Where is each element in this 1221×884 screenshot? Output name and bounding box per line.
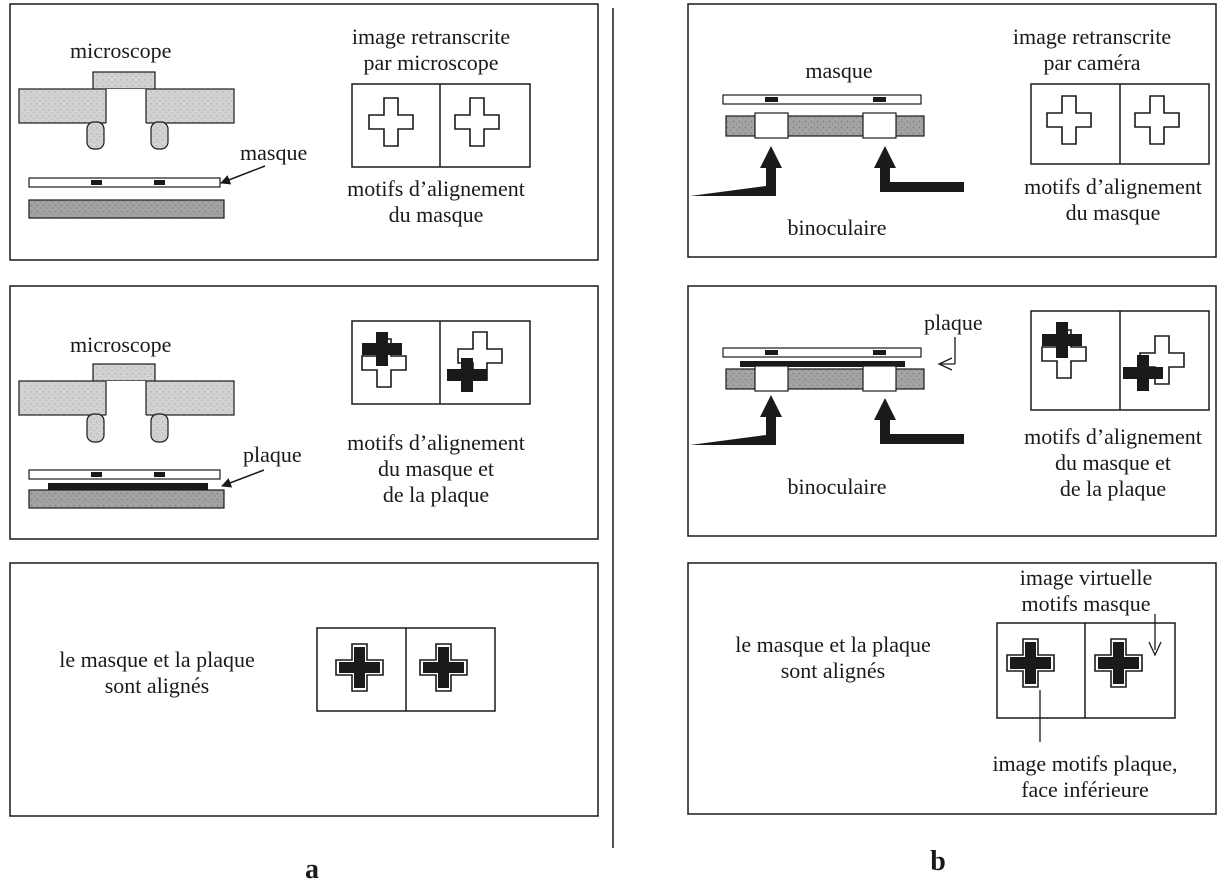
aligned-cross-right: [1094, 638, 1143, 688]
panel-b-step-2: plaque binoculaire: [687, 285, 1217, 537]
misaligned-crosses-right: [1123, 335, 1185, 391]
motifs-label-2: du masque et: [1055, 450, 1171, 475]
image-label-2: par microscope: [364, 50, 499, 75]
misaligned-crosses-left: [361, 332, 407, 388]
panel-b: masque binoculaire image retranscrite pa…: [687, 3, 1217, 877]
image-frame: [351, 320, 531, 405]
stage: [28, 199, 225, 219]
stage: [725, 365, 925, 392]
panel-a-step-2: microscope plaque: [9, 285, 599, 540]
aligned-label-2: sont alignés: [781, 658, 886, 683]
plate: [740, 361, 905, 367]
microscope: [18, 363, 235, 443]
motifs-label-2: du masque: [1066, 200, 1161, 225]
aligned-label-1: le masque et la plaque: [735, 632, 930, 657]
virtual-image-label-2: motifs masque: [1022, 591, 1151, 616]
panel-label-b: b: [930, 846, 946, 877]
plaque-label: plaque: [243, 442, 302, 467]
motifs-label-1: motifs d’alignement: [1024, 174, 1202, 199]
motifs-label-1: motifs d’alignement: [1024, 424, 1202, 449]
image-frame: [1030, 310, 1210, 411]
step-frame: [9, 562, 599, 817]
step-frame: [687, 562, 1217, 815]
panel-b-step-1: masque binoculaire image retranscrite pa…: [687, 3, 1217, 258]
plate: [48, 483, 208, 490]
motifs-label-1: motifs d’alignement: [347, 176, 525, 201]
microscope-label: microscope: [70, 38, 171, 63]
virtual-image-label-1: image virtuelle: [1020, 565, 1153, 590]
mask-cross-outline: [368, 97, 414, 147]
panel-a-step-3: le masque et la plaque sont alignés: [9, 562, 599, 817]
step-frame: [687, 285, 1217, 537]
image-frame: [1030, 83, 1210, 165]
image-label-1: image retranscrite: [1013, 24, 1171, 49]
motifs-label-1: motifs d’alignement: [347, 430, 525, 455]
plaque-label: plaque: [924, 310, 983, 335]
mask-cross-outline: [454, 97, 500, 147]
binocular-optics: [690, 395, 964, 445]
aligned-cross-left: [1006, 638, 1055, 688]
image-label-1: image retranscrite: [352, 24, 510, 49]
masque-label: masque: [240, 140, 307, 165]
mask: [28, 469, 221, 480]
mask: [722, 347, 922, 358]
panel-label-a: a: [305, 854, 319, 884]
mask: [28, 177, 221, 188]
aligned-label-2: sont alignés: [105, 673, 210, 698]
plate-image-label-2: face inférieure: [1021, 777, 1149, 802]
step-frame: [9, 285, 599, 540]
motifs-label-2: du masque: [389, 202, 484, 227]
image-frame: [316, 627, 496, 712]
plate-image-label-1: image motifs plaque,: [992, 751, 1177, 776]
aligned-cross-right: [419, 643, 468, 692]
stage: [28, 489, 225, 509]
masque-label: masque: [805, 58, 872, 83]
image-frame: [351, 83, 531, 168]
mask-cross-outline: [1046, 95, 1092, 145]
motifs-label-3: de la plaque: [1060, 476, 1166, 501]
misaligned-crosses-left: [1041, 322, 1087, 379]
plaque-arrowhead: [937, 357, 953, 371]
motifs-label-3: de la plaque: [383, 482, 489, 507]
misaligned-crosses-right: [447, 331, 503, 392]
step-frame: [687, 3, 1217, 258]
virtual-image-pointer: [1148, 614, 1162, 657]
stage: [725, 112, 925, 139]
plaque-bracket: [941, 337, 956, 365]
panel-b-step-3: le masque et la plaque sont alignés imag…: [687, 562, 1217, 815]
binoculaire-label: binoculaire: [788, 215, 887, 240]
step-frame: [9, 3, 599, 261]
panel-a-step-1: microscope masque image retranscrite par…: [9, 3, 599, 261]
microscope-label: microscope: [70, 332, 171, 357]
aligned-cross-left: [335, 643, 384, 692]
mask: [722, 94, 922, 105]
image-label-2: par caméra: [1043, 50, 1140, 75]
panel-a: microscope masque image retranscrite par…: [9, 3, 599, 884]
motifs-label-2: du masque et: [378, 456, 494, 481]
microscope: [18, 71, 235, 150]
binoculaire-label: binoculaire: [788, 474, 887, 499]
image-frame: [996, 622, 1176, 719]
binocular-optics: [690, 146, 964, 196]
plaque-arrow: [221, 469, 265, 488]
aligned-label-1: le masque et la plaque: [59, 647, 254, 672]
masque-arrow: [220, 165, 266, 185]
mask-cross-outline: [1134, 95, 1180, 145]
